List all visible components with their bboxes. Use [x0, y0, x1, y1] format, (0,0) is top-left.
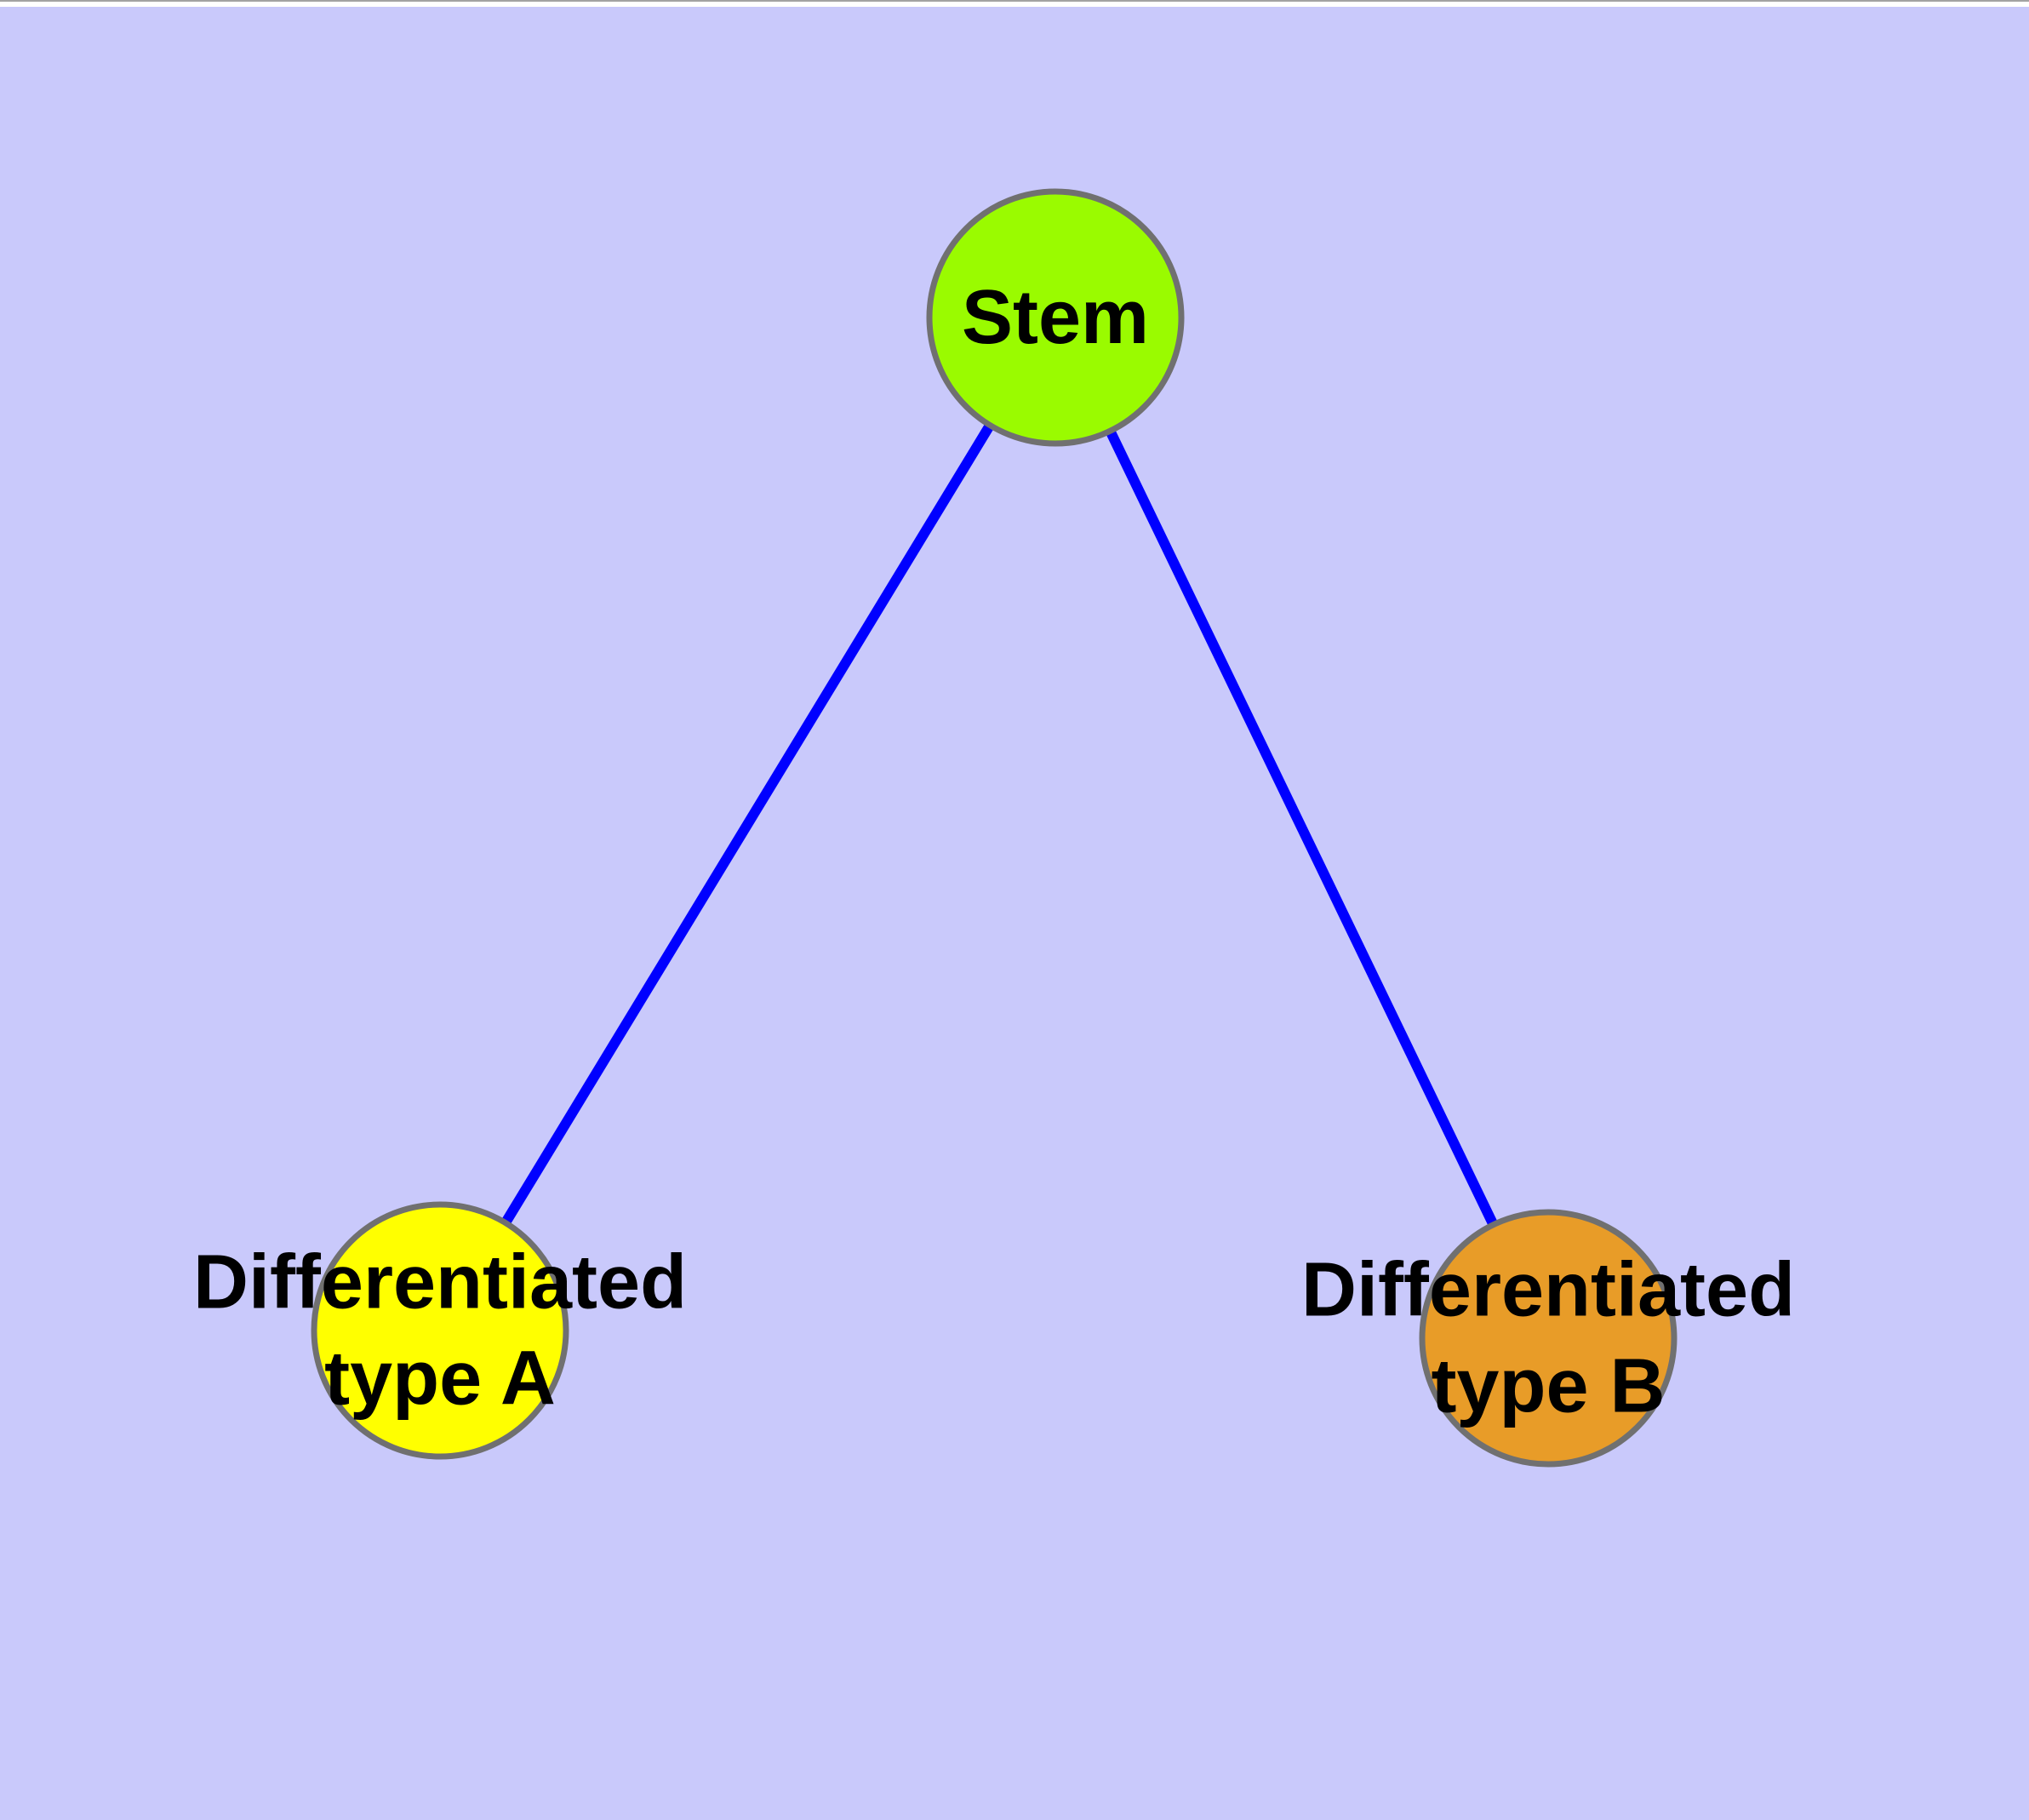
window-top-edge [0, 0, 2029, 7]
node-type-b [1419, 1209, 1677, 1468]
node-stem [926, 188, 1185, 447]
edge-stem-to-type-a [435, 314, 1060, 1334]
node-type-a [311, 1201, 569, 1460]
edge-stem-to-type-b [1050, 315, 1553, 1341]
